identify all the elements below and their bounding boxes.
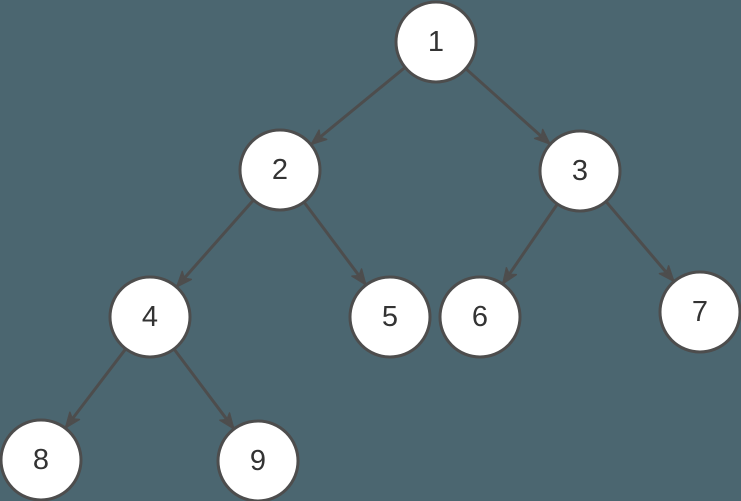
tree-node-circle-5 [348, 275, 432, 359]
tree-node-circle-7 [658, 270, 741, 354]
tree-edge-4-9 [172, 348, 235, 430]
tree-node-3: 3 [538, 129, 622, 213]
tree-node-circle-6 [438, 275, 522, 359]
tree-node-6: 6 [438, 275, 522, 359]
tree-node-circle-4 [108, 275, 192, 359]
tree-edge-4-8 [64, 347, 127, 429]
tree-node-5: 5 [348, 275, 432, 359]
tree-edge-2-4 [176, 198, 255, 288]
tree-edge-1-2 [310, 66, 407, 146]
tree-node-circle-3 [538, 129, 622, 213]
tree-node-9: 9 [216, 419, 300, 501]
tree-node-4: 4 [108, 275, 192, 359]
tree-node-1: 1 [394, 0, 478, 84]
tree-node-2: 2 [238, 128, 322, 212]
tree-node-circle-1 [394, 0, 478, 84]
tree-edge-3-6 [501, 203, 559, 285]
tree-node-8: 8 [0, 418, 83, 501]
tree-edge-2-5 [302, 201, 367, 286]
tree-node-circle-2 [238, 128, 322, 212]
tree-edge-3-7 [604, 200, 675, 282]
tree-node-circle-8 [0, 418, 83, 501]
tree-node-7: 7 [658, 270, 741, 354]
tree-node-circle-9 [216, 419, 300, 501]
tree-edge-1-3 [464, 67, 551, 145]
